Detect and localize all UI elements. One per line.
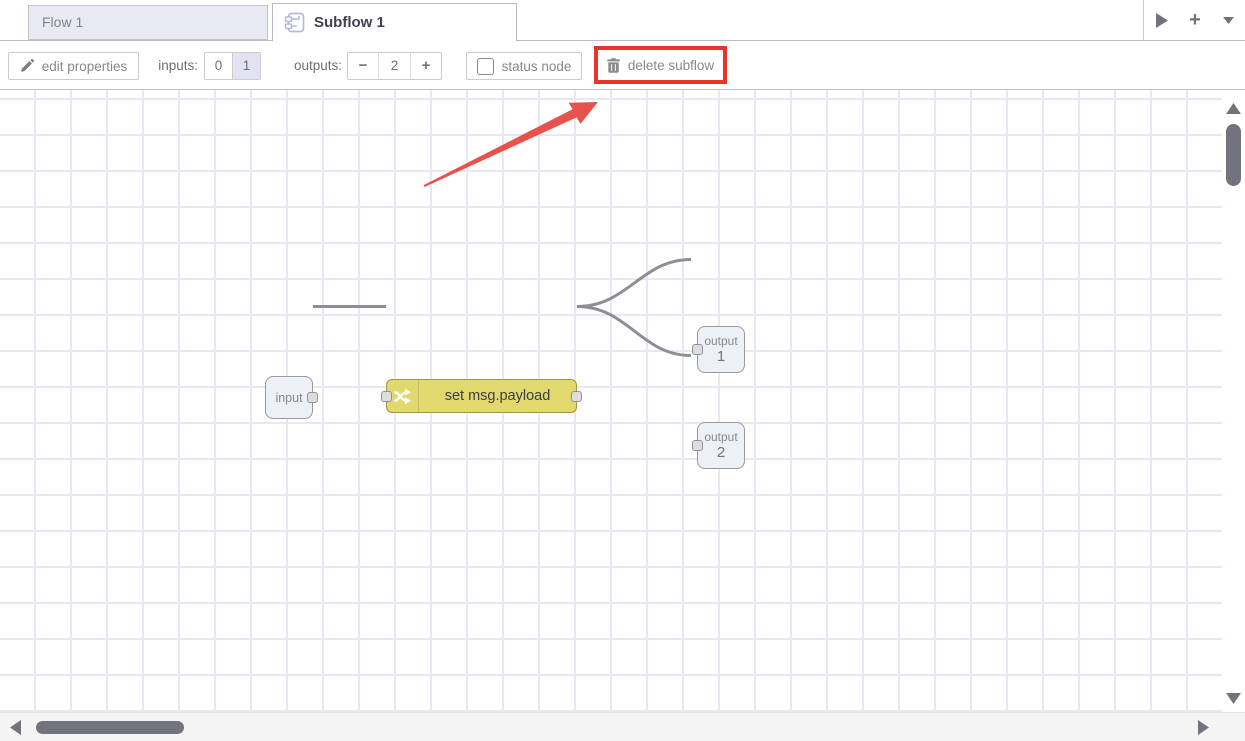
add-tab-button[interactable]: + xyxy=(1189,8,1201,31)
status-node-label: status node xyxy=(501,58,572,74)
node-output2-label: output xyxy=(704,429,738,444)
scroll-up-icon[interactable] xyxy=(1226,101,1241,119)
inputs-label: inputs: xyxy=(158,58,198,73)
change-node-output-port[interactable] xyxy=(571,390,582,402)
workspace-canvas[interactable]: input set msg.payload output 1 output xyxy=(0,90,1222,712)
wire-change-to-output2[interactable] xyxy=(576,305,692,357)
node-subflow-output-1[interactable]: output 1 xyxy=(692,326,745,373)
inputs-option-1-selected[interactable]: 1 xyxy=(232,53,260,79)
shuffle-arrows-icon xyxy=(387,380,419,412)
status-node-checkbox[interactable] xyxy=(476,57,494,75)
node-change-set-msg-payload[interactable]: set msg.payload xyxy=(381,379,582,413)
inputs-toggle-group: 0 1 xyxy=(204,52,261,80)
outputs-label: outputs: xyxy=(293,58,342,73)
inputs-option-0[interactable]: 0 xyxy=(214,58,223,73)
status-node-button[interactable]: status node xyxy=(466,52,582,80)
vertical-scrollbar[interactable] xyxy=(1222,90,1245,712)
subflow-icon xyxy=(284,12,305,33)
tab-flow-1[interactable]: Flow 1 xyxy=(28,5,268,40)
wire-change-to-output1[interactable] xyxy=(576,258,692,308)
tab-subflow-1-label: Subflow 1 xyxy=(314,14,385,31)
horizontal-scrollbar[interactable] xyxy=(0,712,1245,741)
edit-properties-label: edit properties xyxy=(41,58,128,74)
tab-flow-1-label: Flow 1 xyxy=(42,14,84,30)
scroll-tabs-icon[interactable] xyxy=(1147,5,1177,35)
horizontal-scrollbar-thumb[interactable] xyxy=(36,721,184,734)
node-subflow-output-2[interactable]: output 2 xyxy=(692,422,745,469)
input-node-output-port[interactable] xyxy=(307,392,318,403)
scroll-down-icon[interactable] xyxy=(1226,691,1241,709)
scroll-left-icon[interactable] xyxy=(10,720,21,740)
annotation-arrow xyxy=(423,102,598,187)
node-output1-label: output xyxy=(704,333,738,348)
workspace-tabbar: Flow 1 Subflow 1 + xyxy=(0,0,1245,41)
node-input-label: input xyxy=(275,390,303,405)
outputs-value[interactable]: 2 xyxy=(378,53,411,79)
node-output2-number: 2 xyxy=(716,443,726,461)
outputs-spinner: − 2 + xyxy=(347,52,442,80)
tabbar-actions: + xyxy=(1143,0,1245,40)
node-change-label: set msg.payload xyxy=(444,388,551,404)
trash-icon xyxy=(607,57,620,73)
tab-list-chevron-down-icon[interactable] xyxy=(1213,5,1243,35)
outputs-decrease-button[interactable]: − xyxy=(358,57,368,74)
tab-subflow-1[interactable]: Subflow 1 xyxy=(272,3,517,41)
output2-node-input-port[interactable] xyxy=(692,440,703,451)
vertical-scrollbar-thumb[interactable] xyxy=(1226,124,1241,186)
node-output1-number: 1 xyxy=(716,347,726,365)
scroll-right-icon[interactable] xyxy=(1198,720,1209,740)
output1-node-input-port[interactable] xyxy=(692,344,703,355)
change-node-input-port[interactable] xyxy=(381,390,392,402)
delete-subflow-button[interactable]: delete subflow xyxy=(627,57,715,73)
pencil-icon xyxy=(20,59,34,73)
subflow-toolbar: edit properties inputs: 0 1 outputs: − 2… xyxy=(0,41,1245,90)
node-subflow-input[interactable]: input xyxy=(265,376,318,419)
annotation-highlight-box: delete subflow xyxy=(594,46,727,84)
outputs-increase-button[interactable]: + xyxy=(421,57,431,74)
edit-properties-button[interactable]: edit properties xyxy=(8,52,139,80)
